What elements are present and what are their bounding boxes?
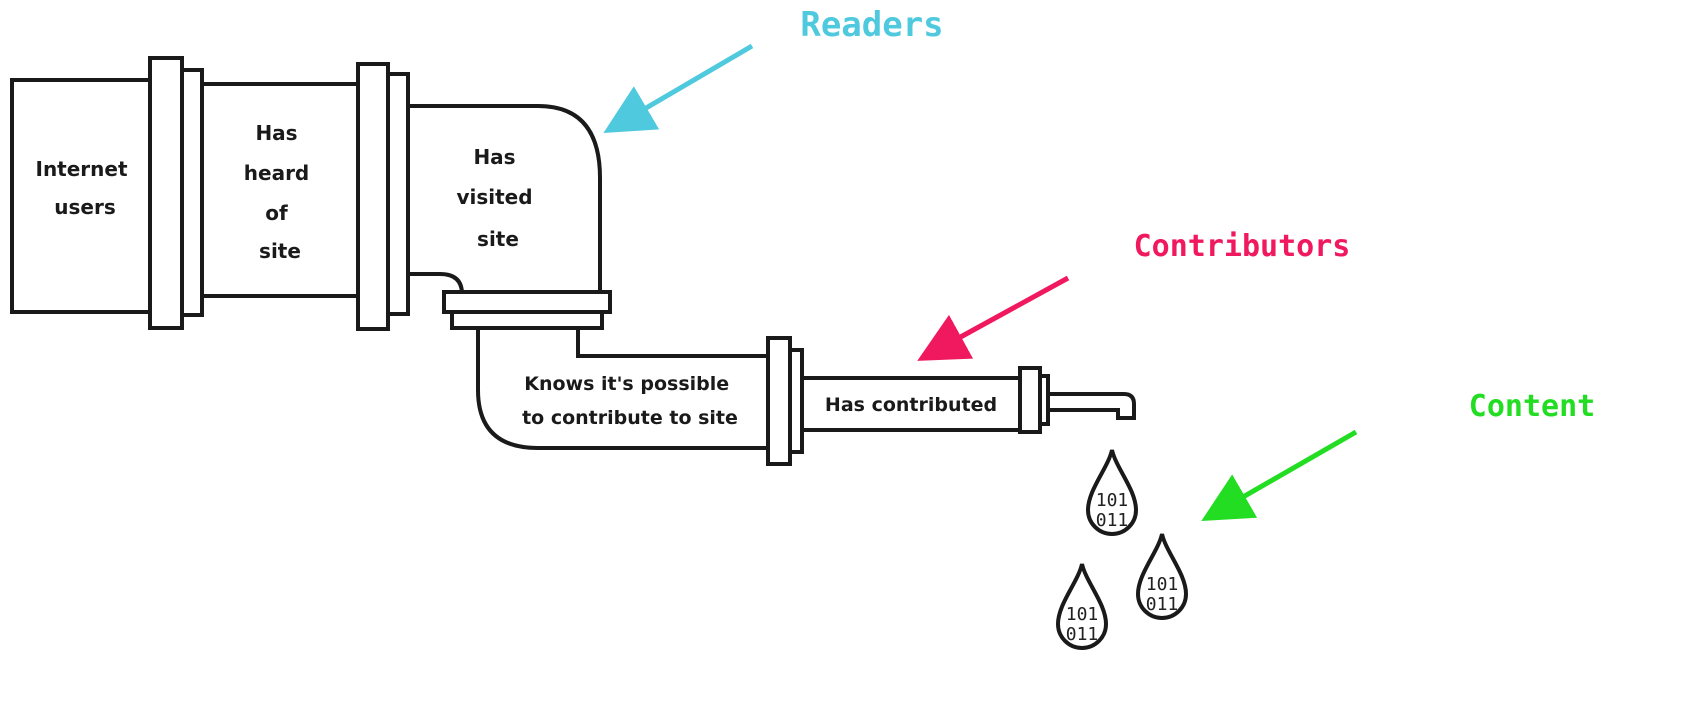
pipe-flange-3 — [442, 290, 612, 330]
spout — [1046, 392, 1136, 420]
segment-label-internet-users: Internet users — [36, 157, 135, 219]
segment-label-knows-possible: Knows it's possible to contribute to sit… — [522, 373, 738, 429]
callout-readers-label: Readers — [800, 5, 943, 45]
callout-contributors-label: Contributors — [1134, 229, 1351, 264]
pipe-flange-5 — [1018, 366, 1050, 434]
droplet-bits-top: 101 — [1096, 490, 1129, 511]
segment-label-has-contributed: Has contributed — [825, 394, 997, 416]
callout-content-label: Content — [1469, 389, 1595, 424]
callout-content-arrow — [1201, 429, 1358, 521]
pipe-segment-has-contributed — [800, 376, 1022, 432]
data-droplet-3: 101 011 — [1055, 563, 1109, 650]
data-droplet-2: 101 011 — [1135, 533, 1189, 620]
data-droplet-1: 101 011 — [1085, 449, 1139, 536]
droplet-bits-top: 101 — [1146, 574, 1179, 595]
callout-contributors-arrow — [917, 275, 1070, 361]
callout-readers-arrow — [603, 43, 754, 134]
droplet-bits-bottom: 011 — [1096, 510, 1129, 531]
pipe-flange-1 — [148, 56, 204, 330]
droplet-bits-top: 101 — [1066, 604, 1099, 625]
droplet-bits-bottom: 011 — [1066, 624, 1099, 645]
droplet-bits-bottom: 011 — [1146, 594, 1179, 615]
pipe-segment-internet-users — [10, 78, 164, 314]
pipe-segment-has-heard-of-site — [200, 82, 360, 298]
pipe-flange-2 — [356, 62, 410, 331]
pipe-flange-4 — [766, 336, 804, 466]
pipe-elbow-has-visited-site — [406, 104, 602, 296]
segment-label-has-heard-of-site: Has heard of site — [244, 121, 316, 263]
segment-label-has-visited-site: Has visited site — [456, 145, 539, 251]
